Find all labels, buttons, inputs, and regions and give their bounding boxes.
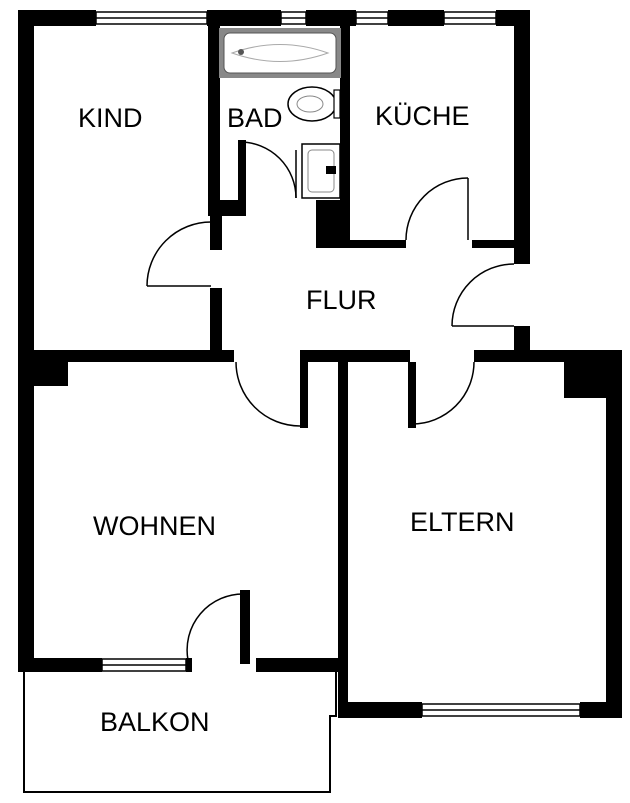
sink-icon xyxy=(301,143,341,199)
door-swings xyxy=(146,141,515,661)
windows xyxy=(95,11,581,717)
room-label-flur: FLUR xyxy=(306,285,377,315)
toilet-icon xyxy=(287,86,341,122)
room-label-kind: KIND xyxy=(78,103,143,133)
room-labels: KIND BAD KÜCHE FLUR WOHNEN ELTERN BALKON xyxy=(78,101,515,737)
room-label-bad: BAD xyxy=(227,103,283,133)
bathtub-icon xyxy=(219,28,341,78)
walls xyxy=(18,10,622,718)
room-label-balkon: BALKON xyxy=(100,707,210,737)
room-label-eltern: ELTERN xyxy=(410,507,515,537)
room-label-wohnen: WOHNEN xyxy=(93,511,216,541)
room-label-kueche: KÜCHE xyxy=(375,101,470,131)
balcony-outline xyxy=(23,672,337,793)
